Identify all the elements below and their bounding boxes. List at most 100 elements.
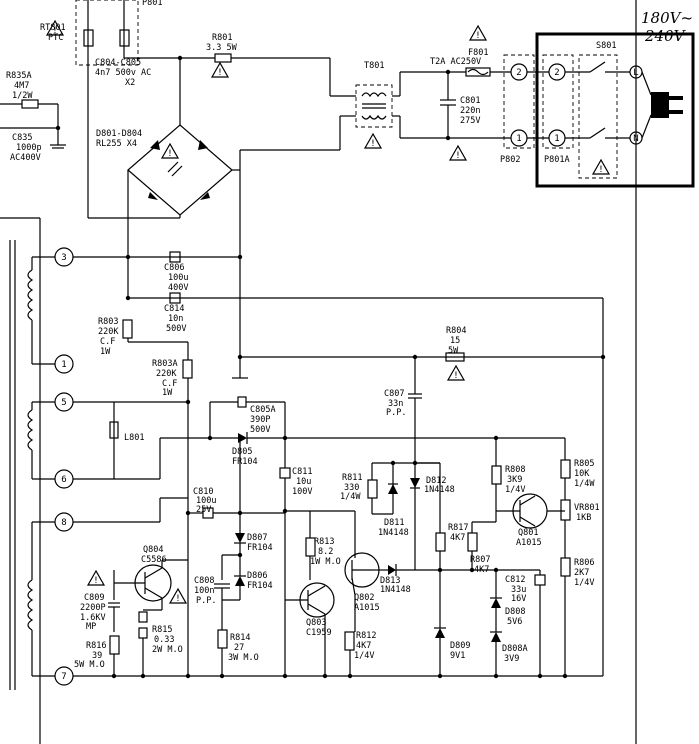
ptc-label: RT801 <box>40 23 66 33</box>
r817-label: R817 <box>448 523 468 533</box>
d805-label: D805 <box>232 447 252 457</box>
r812-value: 4K7 <box>356 641 371 651</box>
c814-label: C814 <box>164 304 184 314</box>
capacitor-c805a <box>237 396 247 408</box>
d808-label: D808 <box>505 607 525 617</box>
svg-text:6: 6 <box>61 475 66 485</box>
c805a-value: 390P <box>250 415 270 425</box>
diode-d805 <box>238 433 247 443</box>
t801-winding-bottom <box>361 114 387 120</box>
warning-icon: ! <box>468 24 488 41</box>
bridge-label: D801-D804 <box>96 129 142 139</box>
r813-label: R813 <box>314 537 334 547</box>
connector-p801a-label: P801A <box>544 155 570 165</box>
svg-text:1: 1 <box>61 360 66 370</box>
switch-label: S801 <box>596 41 616 51</box>
c801-value: 220n <box>460 106 480 116</box>
d813-type: 1N4148 <box>380 585 411 595</box>
svg-text:!: ! <box>455 151 460 161</box>
resistor-r815b <box>138 627 148 639</box>
resistor-r812 <box>344 631 355 651</box>
r815-power: 2W M.O <box>152 645 183 655</box>
svg-text:!: ! <box>52 26 57 36</box>
resistor-r817 <box>435 532 446 552</box>
c801-voltage: 275V <box>460 116 480 126</box>
c810-label: C810 <box>193 487 213 497</box>
svg-text:!: ! <box>167 149 172 159</box>
q803-label: Q803 <box>306 618 326 628</box>
d806-label: D806 <box>247 571 267 581</box>
d811-type: 1N4148 <box>378 528 409 538</box>
resistor-r808 <box>491 465 502 485</box>
r816-power: 5W M.O <box>74 660 105 670</box>
ptc-box <box>75 0 139 66</box>
c814-voltage: 500V <box>166 324 186 334</box>
c804-value: 4n7 500v AC <box>95 68 151 78</box>
r801-value: 3.3 5W <box>206 43 238 53</box>
c810-value: 100u <box>196 496 216 506</box>
ptc-type: PTC <box>48 33 63 43</box>
r812-power: 1/4V <box>354 651 374 661</box>
c806-label: C806 <box>164 263 184 273</box>
diode-d802 <box>198 140 208 150</box>
d807-label: D807 <box>247 533 267 543</box>
c835-value: 1000p <box>16 143 42 153</box>
p801a-pin1-label: 1 <box>554 134 559 144</box>
resistor-r804 <box>445 352 465 362</box>
warning-icon: ! <box>591 158 611 175</box>
r806-power: 1/4V <box>574 578 594 588</box>
diode-d807 <box>235 533 245 543</box>
r807-label: R807 <box>470 555 490 565</box>
q803-type: C1959 <box>306 628 332 638</box>
resistor-r801 <box>214 53 232 63</box>
zener-d809 <box>435 628 445 638</box>
inductor-l801 <box>109 421 119 439</box>
fuse-f801-label: F801 <box>468 48 488 58</box>
c808-label: C808 <box>194 576 214 586</box>
d808a-value: 3V9 <box>504 654 519 664</box>
c809-value: 2200P <box>80 603 106 613</box>
c805a-label: C805A <box>250 405 276 415</box>
r803-type: C.F <box>100 337 115 347</box>
r813-power: 1W M.O <box>310 557 341 567</box>
r835a-label: R835A <box>6 71 32 81</box>
mains-plug-icon <box>641 71 683 139</box>
r803a-label: R803A <box>152 359 178 369</box>
capacitor-c812 <box>534 574 546 586</box>
c835-label: C835 <box>12 133 32 143</box>
d811-label: D811 <box>384 518 404 528</box>
vr801-value: 1KB <box>576 513 591 523</box>
c809-voltage: 1.6KV <box>80 613 106 623</box>
svg-text:!: ! <box>475 31 480 41</box>
d805-type: FR104 <box>232 457 258 467</box>
resistor-r807 <box>467 532 478 552</box>
transformer-pins: 3 1 5 6 8 7 <box>54 247 74 686</box>
r815-value: 0.33 <box>154 635 174 645</box>
resistor-r805 <box>560 459 571 479</box>
connector-p802-label: P802 <box>500 155 520 165</box>
diode-d803 <box>148 192 158 200</box>
resistor-r816 <box>109 635 120 655</box>
svg-text:3: 3 <box>61 253 66 263</box>
svg-text:5: 5 <box>61 398 66 408</box>
t801-winding-top <box>361 92 387 98</box>
r805-power: 1/4W <box>574 479 595 489</box>
svg-text:!: ! <box>217 68 222 78</box>
warning-icon: ! <box>45 19 65 36</box>
r806-label: R806 <box>574 558 594 568</box>
c806-voltage: 400V <box>168 283 188 293</box>
bridge-value: RL255 X4 <box>96 139 137 149</box>
d812-type: 1N4148 <box>424 485 455 495</box>
q802-type: A1015 <box>354 603 380 613</box>
warning-icon: ! <box>448 144 468 161</box>
r804-value: 15 <box>450 336 460 346</box>
switch-s801-box <box>578 54 618 179</box>
r816-label: R816 <box>86 641 106 651</box>
c810-voltage: 25V <box>196 505 211 515</box>
capacitor-c811 <box>279 467 291 479</box>
r806-value: 2K7 <box>574 568 589 578</box>
resistor-r803a <box>182 359 193 379</box>
q802-label: Q802 <box>354 593 374 603</box>
c812-label: C812 <box>505 575 525 585</box>
